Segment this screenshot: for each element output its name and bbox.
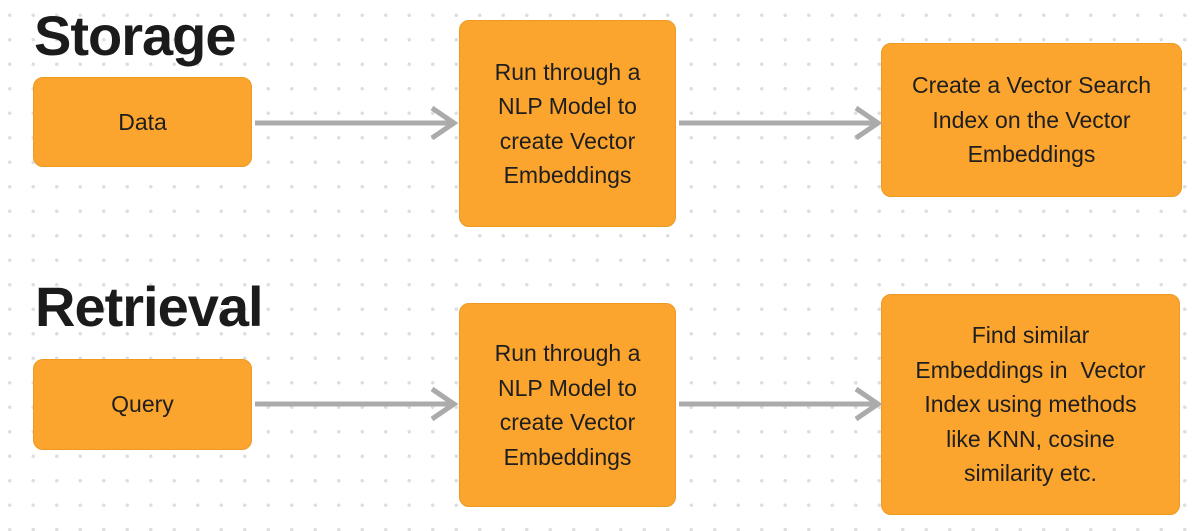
node-find-similar-embeddings: Find similar Embeddings in Vector Index … — [881, 294, 1180, 515]
node-nlp-model-storage: Run through a NLP Model to create Vector… — [459, 20, 676, 227]
arrow-right-icon — [252, 382, 462, 426]
node-data: Data — [33, 77, 252, 167]
node-create-vector-index: Create a Vector Search Index on the Vect… — [881, 43, 1182, 197]
storage-section-title: Storage — [34, 4, 236, 67]
arrow-right-icon — [676, 382, 886, 426]
node-query: Query — [33, 359, 252, 450]
arrow-right-icon — [676, 101, 886, 145]
retrieval-section-title: Retrieval — [35, 275, 264, 338]
node-nlp-model-retrieval: Run through a NLP Model to create Vector… — [459, 303, 676, 507]
arrow-right-icon — [252, 101, 462, 145]
